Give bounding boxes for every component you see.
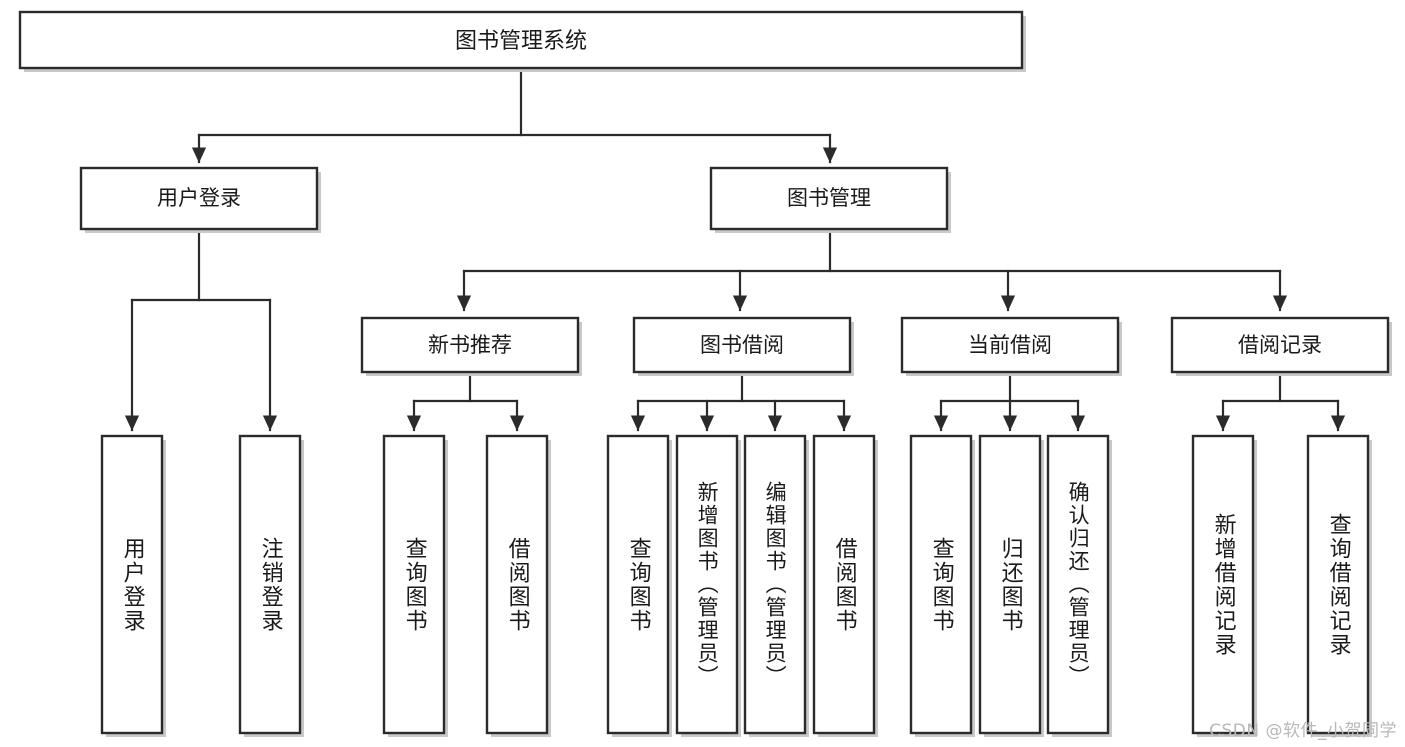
node-new-book-recommend[interactable]: 新书推荐 [360,316,582,376]
current-borrow-label: 当前借阅 [968,333,1052,357]
leaf-box-book-borrow-2[interactable] [675,434,739,735]
node-borrow-record[interactable]: 借阅记录 [1170,316,1392,376]
leaf-box-borrow-record-1[interactable] [1191,434,1255,735]
book-management-box [709,166,949,231]
user-login-box [79,166,319,231]
node-book-management[interactable]: 图书管理 [709,166,951,233]
new-book-recommend-box [360,316,580,374]
borrow-record-box [1170,316,1390,374]
leaf-box-new-book-2[interactable] [485,434,549,735]
leaf-boxes [100,434,1372,737]
current-borrow-box [900,316,1120,374]
leaf-box-current-borrow-1[interactable] [909,434,973,735]
leaf-box-borrow-record-2[interactable] [1306,434,1370,735]
borrow-record-label: 借阅记录 [1238,333,1322,357]
new-book-recommend-label: 新书推荐 [428,333,512,357]
node-root[interactable]: 图书管理系统 [18,10,1026,72]
node-user-login[interactable]: 用户登录 [79,166,321,233]
root-box [18,10,1024,70]
leaf-box-current-borrow-3[interactable] [1046,434,1110,735]
user-login-label: 用户登录 [157,186,241,210]
leaf-box-user-login-1[interactable] [100,434,164,735]
csdn-watermark: CSDN @软件_小贺同学 [1209,721,1397,741]
node-current-borrow[interactable]: 当前借阅 [900,316,1122,376]
book-management-label: 图书管理 [787,186,871,210]
leaf-box-book-borrow-1[interactable] [606,434,670,735]
leaf-box-book-borrow-4[interactable] [812,434,876,735]
root-label: 图书管理系统 [455,29,587,54]
leaf-box-current-borrow-2[interactable] [978,434,1042,735]
book-borrow-box [632,316,852,374]
leaf-box-new-book-1[interactable] [382,434,446,735]
book-borrow-label: 图书借阅 [700,333,784,357]
node-book-borrow[interactable]: 图书借阅 [632,316,854,376]
leaf-box-book-borrow-3[interactable] [743,434,807,735]
leaf-box-user-login-2[interactable] [238,434,302,735]
connector-group [124,66,1346,432]
